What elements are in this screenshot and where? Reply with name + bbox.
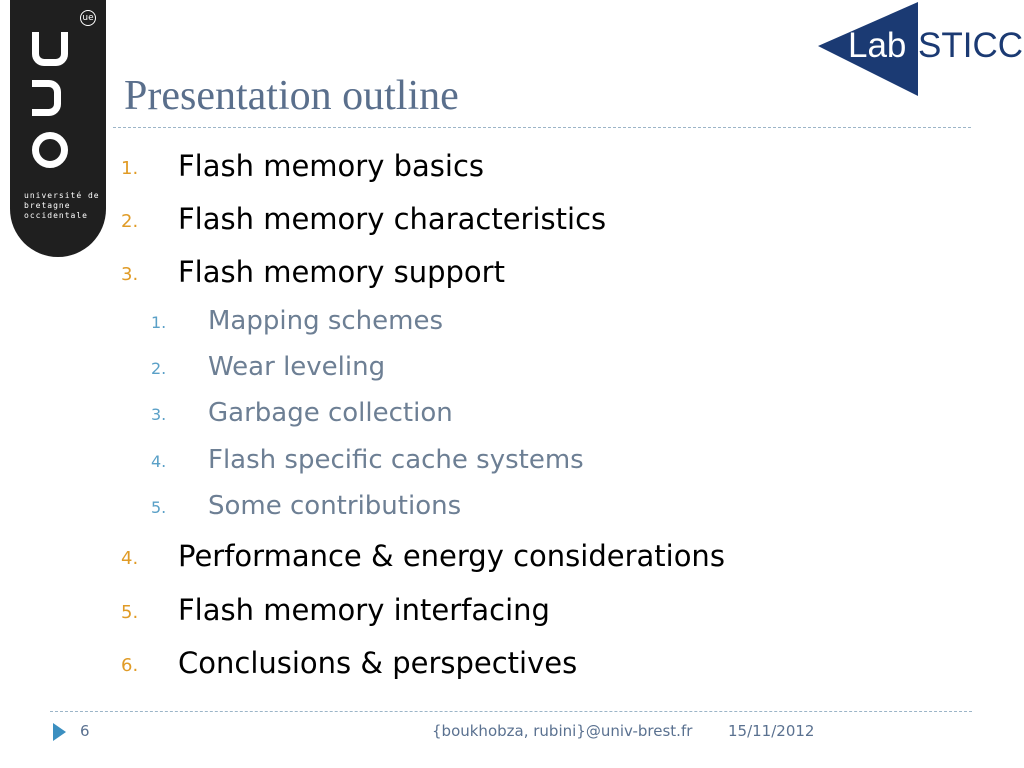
- outline-item-number: 4.: [121, 548, 139, 569]
- outline-subitem-label: Garbage collection: [208, 398, 453, 428]
- outline-subitem-number: 5.: [151, 498, 167, 517]
- ubo-logo: ue université de bretagne occidentale: [10, 0, 106, 257]
- outline-item-label: Conclusions & perspectives: [178, 646, 578, 680]
- outline-item-label: Flash memory interfacing: [178, 593, 550, 627]
- outline-item-label: Flash memory characteristics: [178, 202, 607, 236]
- outline-subitem-label: Mapping schemes: [208, 306, 444, 336]
- ubo-university-name: université de bretagne occidentale: [24, 191, 100, 220]
- outline-subitem-number: 1.: [151, 313, 167, 332]
- lab-sticc-lab-text: Lab: [848, 26, 907, 65]
- outline-item-label: Performance & energy considerations: [178, 539, 725, 573]
- outline-subitem-label: Some contributions: [208, 491, 462, 521]
- outline-subitem-number: 3.: [151, 405, 167, 424]
- lab-sticc-wordmark: Lab-STICC: [848, 26, 1023, 66]
- footer-divider: [50, 711, 972, 712]
- outline-item-number: 5.: [121, 602, 139, 623]
- lab-sticc-triangle: [818, 2, 918, 96]
- lab-sticc-logo: Lab-STICC: [818, 2, 1024, 96]
- outline-item-number: 6.: [121, 655, 139, 676]
- outline-subitem-label: Wear leveling: [208, 352, 386, 382]
- ubo-letter-o: [32, 132, 68, 168]
- outline-item-number: 3.: [121, 264, 139, 285]
- slide-number: 6: [80, 722, 90, 740]
- outline-item-number: 2.: [121, 211, 139, 232]
- outline-item-number: 1.: [121, 158, 139, 179]
- outline-subitem-number: 2.: [151, 359, 167, 378]
- footer-email: {boukhobza, rubini}@univ-brest.fr: [432, 722, 693, 740]
- slide-title: Presentation outline: [124, 73, 459, 119]
- ubo-letter-u: [32, 32, 68, 66]
- ue-badge: ue: [80, 10, 96, 26]
- footer-date: 15/11/2012: [728, 722, 815, 740]
- outline-item-label: Flash memory basics: [178, 149, 485, 183]
- outline-item-label: Flash memory support: [178, 255, 505, 289]
- outline-subitem-label: Flash specific cache systems: [208, 445, 584, 475]
- play-arrow-icon: [53, 723, 66, 741]
- ubo-letter-b: [32, 80, 61, 116]
- title-divider: [113, 127, 971, 128]
- outline-subitem-number: 4.: [151, 452, 167, 471]
- lab-sticc-sticc-text: -STICC: [906, 26, 1024, 65]
